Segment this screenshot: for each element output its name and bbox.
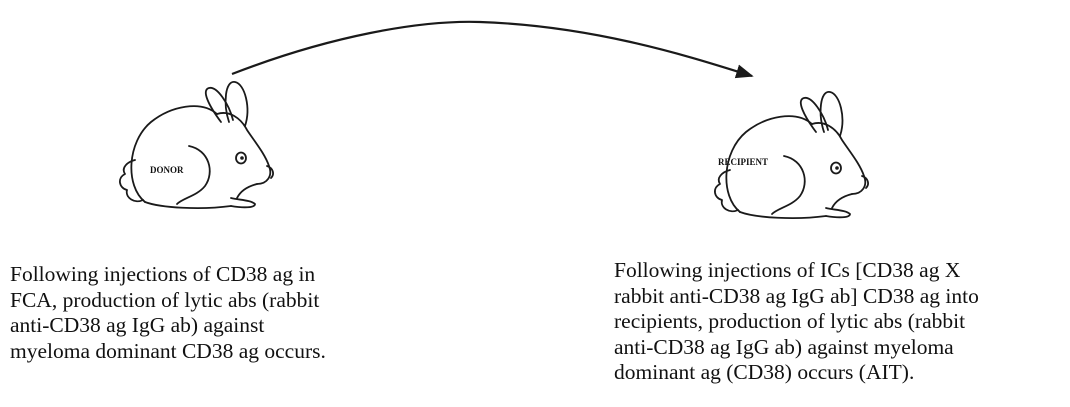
donor-caption-line: anti-CD38 ag IgG ab) against <box>10 313 265 337</box>
transfer-arrow <box>231 20 754 79</box>
recipient-caption-line: anti-CD38 ag IgG ab) against myeloma <box>614 334 954 359</box>
recipient-caption-line: recipients, production of lytic abs (rab… <box>614 309 966 333</box>
recipient-caption-line: Following injections of ICs [CD38 ag X <box>614 258 961 282</box>
donor-caption-line: FCA, production of lytic abs (rabbit <box>10 287 320 312</box>
donor-label: DONOR <box>150 165 184 175</box>
donor-rabbit-illustration <box>119 80 274 209</box>
donor-caption-line: Following injections of CD38 ag in <box>10 262 316 286</box>
recipient-label: RECIPIENT <box>718 157 768 167</box>
recipient-rabbit-illustration <box>714 90 869 219</box>
recipient-caption-line: rabbit anti-CD38 ag IgG ab] CD38 ag into <box>614 283 979 308</box>
donor-caption: Following injections of CD38 ag in FCA, … <box>10 262 326 364</box>
donor-caption-line: myeloma dominant CD38 ag occurs. <box>10 338 326 363</box>
recipient-caption: Following injections of ICs [CD38 ag X r… <box>614 258 979 386</box>
recipient-caption-line: dominant ag (CD38) occurs (AIT). <box>614 360 915 384</box>
